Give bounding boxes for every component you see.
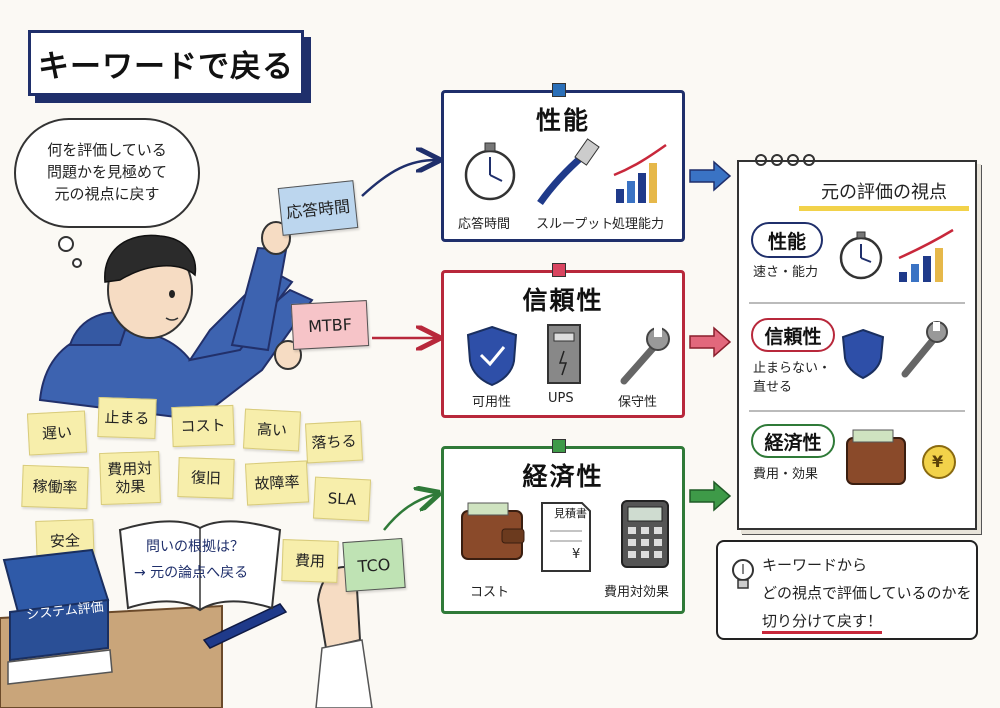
label-ups: UPS xyxy=(548,391,574,406)
performance-icons xyxy=(464,138,667,206)
viewpoint-performance-desc: 速さ・能力 xyxy=(753,265,819,280)
divider xyxy=(749,302,965,304)
tip-line-1: キーワードから xyxy=(762,556,868,574)
tip-box: キーワードから どの視点で評価しているのかを 切り分けて戻す！ xyxy=(716,540,978,640)
calculator-icon xyxy=(621,500,669,568)
tip-line-2: どの視点で評価しているのかを xyxy=(762,584,972,602)
label-maintainability: 保守性 xyxy=(618,395,658,410)
reliability-icons xyxy=(466,324,670,387)
wrench-icon xyxy=(620,327,670,385)
thought-line-3: 元の視点に戻す xyxy=(54,184,160,203)
block-arrow-performance xyxy=(689,160,732,192)
viewpoint-performance: 性能 xyxy=(751,222,823,258)
book-answer: → 元の論点へ戻る xyxy=(134,565,249,581)
panel-title: 信頼性 xyxy=(522,286,604,315)
panel-reliability: 信頼性 可用性 UPS 保守性 xyxy=(441,263,685,418)
book-question: 問いの根拠は？ xyxy=(146,539,244,555)
pin-icon xyxy=(552,83,566,97)
viewpoint-reliability-desc-line: 止まらない・ xyxy=(753,361,832,376)
bar-chart-icon xyxy=(898,228,954,282)
thought-line-1: 何を評価している xyxy=(47,141,167,160)
tip-line-3: 切り分けて戻す！ xyxy=(762,610,883,634)
label-availability: 可用性 xyxy=(472,395,512,410)
notebook-icons xyxy=(839,228,956,485)
lightbulb-icon xyxy=(732,559,754,589)
shield-check-icon xyxy=(466,325,518,387)
thought-line-2: 問題かを見極めて xyxy=(46,163,167,182)
wallet-icon xyxy=(846,429,906,485)
panel-title: 性能 xyxy=(535,106,590,135)
yen-coin-symbol: ¥ xyxy=(932,452,944,471)
arrow-response-to-performance xyxy=(361,160,436,197)
notebook-title: 元の評価の視点 xyxy=(799,178,969,211)
wrench-icon xyxy=(901,321,948,378)
viewpoint-economy-desc: 費用・効果 xyxy=(753,467,819,482)
stopwatch-icon xyxy=(839,231,883,280)
panel-performance: 性能 応答時間 スループット 処理能力 xyxy=(441,83,685,242)
viewpoint-reliability-desc: 止まらない・ 直せる xyxy=(753,360,831,398)
label-processing-capacity: 処理能力 xyxy=(612,217,665,232)
ups-icon xyxy=(547,324,581,384)
label-cost: コスト xyxy=(470,585,510,600)
yen-mark: ¥ xyxy=(572,547,581,562)
viewpoint-reliability-desc-line: 直せる xyxy=(753,379,793,395)
panel-title: 経済性 xyxy=(522,462,604,491)
block-arrow-economy xyxy=(689,480,732,512)
arrow-tco-to-economy xyxy=(383,494,436,531)
cable-icon xyxy=(537,138,600,206)
block-arrow-reliability xyxy=(689,326,732,358)
pin-icon xyxy=(552,263,566,277)
quote-doc-label: 見積書 xyxy=(554,507,587,520)
wallet-icon xyxy=(461,502,525,560)
thought-dot xyxy=(72,258,82,268)
economy-icons xyxy=(461,500,669,572)
page-title: キーワードで戻る xyxy=(28,30,304,96)
stopwatch-icon xyxy=(464,142,516,201)
viewpoint-reliability: 信頼性 xyxy=(751,318,835,352)
panel-economy: 経済性 見積書 ¥ コスト 費用対効果 xyxy=(441,439,685,614)
viewpoint-economy: 経済性 xyxy=(751,424,835,458)
bar-chart-icon xyxy=(613,143,667,203)
label-cost-effectiveness: 費用対効果 xyxy=(604,585,670,600)
label-response-time: 応答時間 xyxy=(458,217,511,232)
divider xyxy=(749,410,965,412)
yen-coin-icon xyxy=(922,445,956,479)
quote-document-icon xyxy=(541,502,591,572)
label-throughput: スループット xyxy=(536,217,614,232)
thought-bubble: 何を評価している 問題かを見極めて 元の視点に戻す xyxy=(14,118,200,228)
shield-icon xyxy=(841,328,885,380)
thought-dot xyxy=(58,236,74,252)
notebook: 元の評価の視点 性能 速さ・能力 ¥ xyxy=(737,154,977,530)
spiral-rings xyxy=(755,154,815,166)
pin-icon xyxy=(552,439,566,453)
